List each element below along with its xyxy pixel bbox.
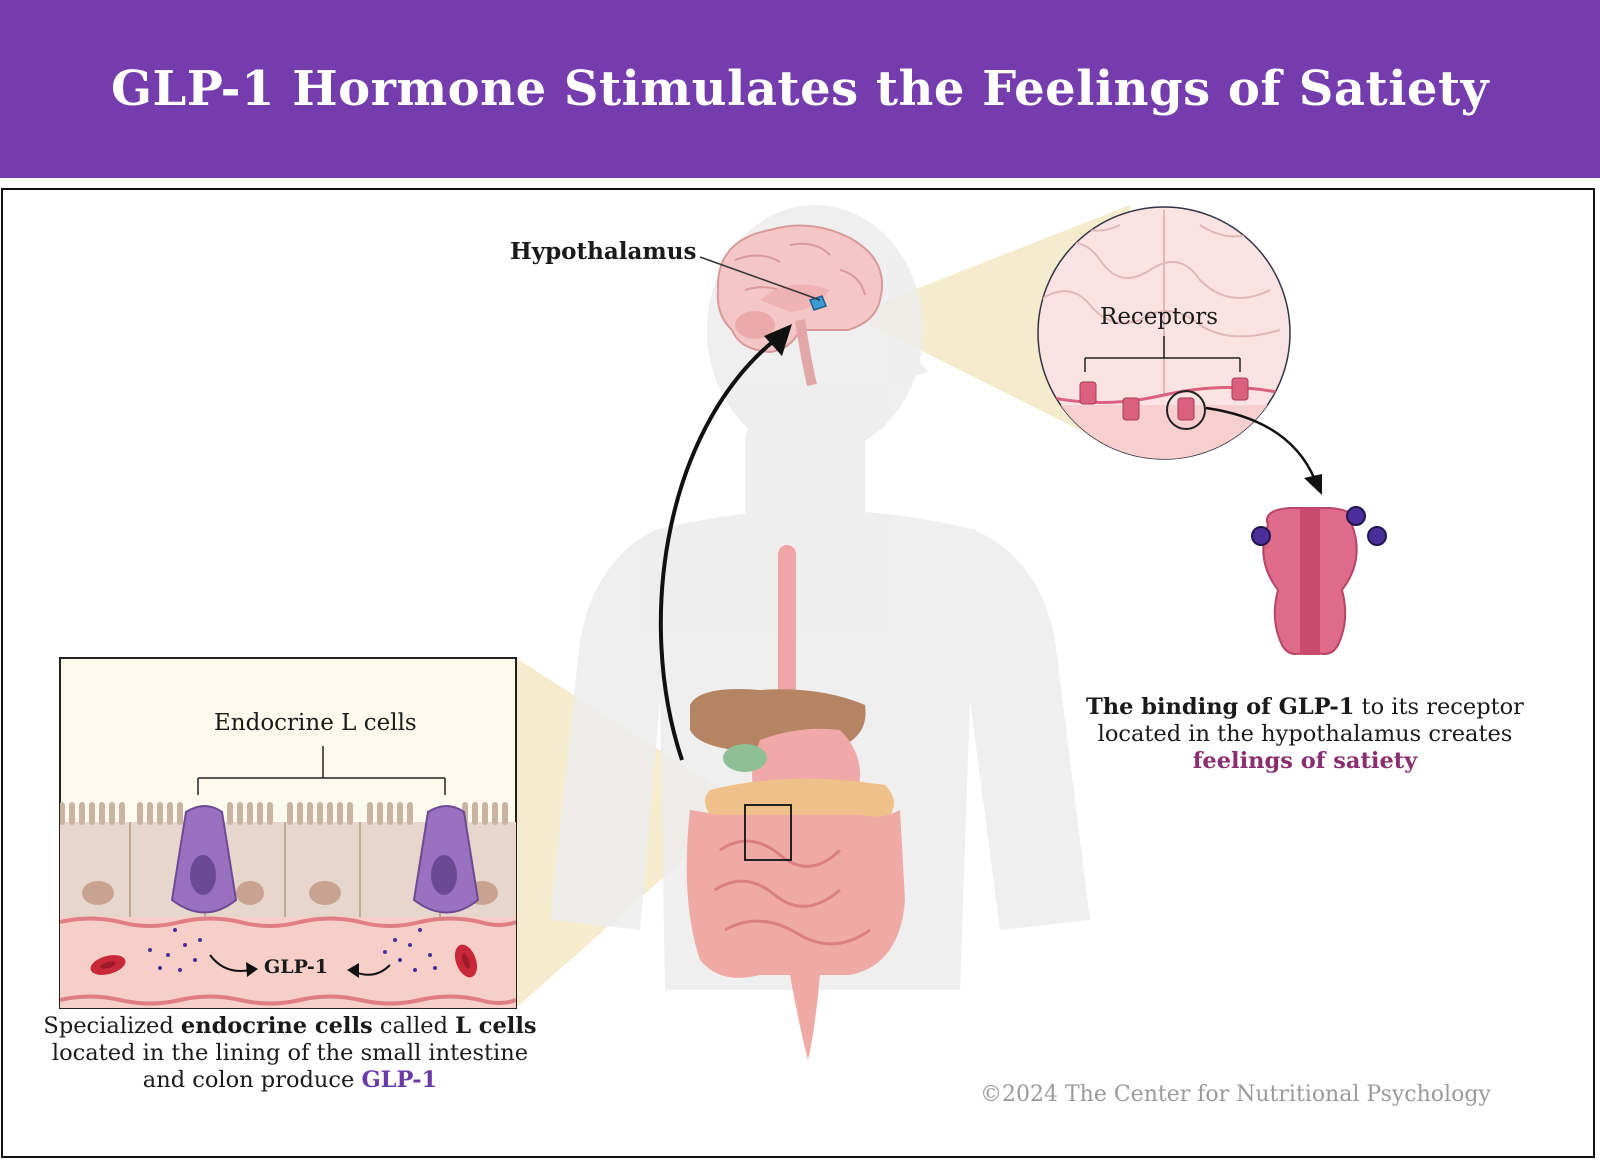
glp1-particles [148,928,437,972]
receptor-zoom-arrowhead [1304,474,1322,495]
receptor-highlight-ring [1166,390,1206,430]
copyright-notice: ©2024 The Center for Nutritional Psychol… [980,1082,1491,1107]
enlarged-receptor-icon [1262,507,1358,655]
glp1-left-arrowhead [246,962,258,977]
intestine-zoom-marker [744,804,792,861]
l-cell-icon [170,805,480,914]
left-caption-highlight: GLP-1 [361,1067,438,1093]
brain-icon [716,224,883,387]
red-blood-cell-icon [90,944,478,978]
gut-to-brain-arrowhead [764,324,792,356]
glp1-molecule-icon [1251,506,1387,546]
page-title: GLP-1 Hormone Stimulates the Feelings of… [110,61,1490,117]
receptor-zoom-circle [1037,206,1291,460]
intestinal-lining-inset [59,657,517,1009]
right-caption-highlight: feelings of satiety [1192,748,1418,774]
glp1-left-arrow [209,954,251,972]
receptor-zoom-arrow [1205,406,1317,481]
receptor-icon [1079,377,1249,421]
right-caption: The binding of GLP-1 to its receptor loc… [1070,694,1540,775]
left-caption-text-3: located in the lining of the small intes… [51,1040,529,1093]
left-caption: Specialized endocrine cells called L cel… [30,1013,550,1094]
left-caption-bold-1: endocrine cells [180,1013,373,1039]
hypothalamus-label: Hypothalamus [510,238,697,265]
receptors-label: Receptors [1100,304,1219,330]
glp1-right-arrowhead [347,963,359,978]
left-caption-text-2: called [372,1013,456,1039]
hypothalamus-pointer [699,256,821,301]
endocrine-l-cells-label: Endocrine L cells [214,710,417,736]
right-caption-bold: The binding of GLP-1 [1086,694,1355,720]
glp1-label: GLP-1 [264,956,328,978]
title-banner: GLP-1 Hormone Stimulates the Feelings of… [0,0,1600,178]
left-caption-text-1: Specialized [43,1013,181,1039]
gut-to-brain-arrow [658,330,787,761]
left-caption-bold-2: L cells [455,1013,537,1039]
right-caption-text: to its receptor located in the hypothala… [1097,694,1524,747]
digestive-tract-icon [686,545,905,1060]
diagram-frame [1,188,1595,1158]
